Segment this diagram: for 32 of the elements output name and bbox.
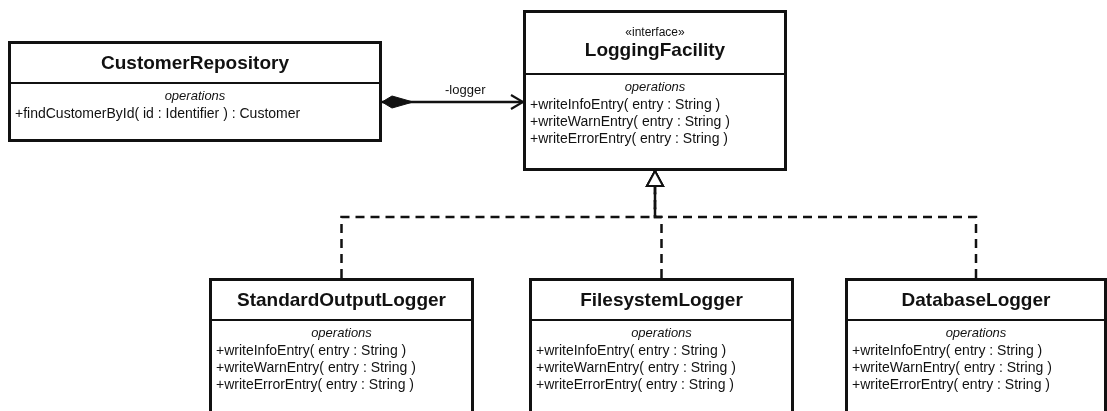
class-box — [209, 278, 474, 411]
method-signature: +writeWarnEntry( entry : String ) — [852, 359, 1052, 376]
class-name: FilesystemLogger — [580, 289, 743, 311]
class-box — [8, 41, 382, 142]
section-label: operations — [624, 79, 686, 94]
class-name: LoggingFacility — [584, 39, 726, 61]
method-signature: +writeInfoEntry( entry : String ) — [852, 342, 1043, 359]
method-signature: +writeInfoEntry( entry : String ) — [536, 342, 727, 359]
method-signature: +writeErrorEntry( entry : String ) — [852, 376, 1050, 393]
method-signature: +writeWarnEntry( entry : String ) — [216, 359, 416, 376]
section-label: operations — [945, 325, 1007, 340]
method-signature: +writeWarnEntry( entry : String ) — [530, 113, 730, 130]
method-signature: +findCustomerById( id : Identifier ) : Customer — [15, 105, 301, 122]
composition-arrow — [381, 93, 525, 111]
method-signature: +writeInfoEntry( entry : String ) — [530, 96, 721, 113]
method-signature: +writeErrorEntry( entry : String ) — [530, 130, 728, 147]
section-label: operations — [631, 325, 692, 340]
method-signature: +writeWarnEntry( entry : String ) — [536, 359, 736, 376]
class-box — [529, 278, 794, 411]
stereotype-label: «interface» — [625, 25, 685, 39]
class-name: StandardOutputLogger — [237, 289, 446, 311]
realization-arrow — [646, 170, 978, 278]
class-box — [845, 278, 1107, 411]
method-signature: +writeInfoEntry( entry : String ) — [216, 342, 407, 359]
class-name: DatabaseLogger — [901, 289, 1051, 311]
section-label: operations — [311, 325, 372, 340]
class-name: CustomerRepository — [101, 52, 289, 74]
class-box — [523, 10, 787, 171]
edge-label: -logger — [444, 82, 487, 97]
method-signature: +writeErrorEntry( entry : String ) — [536, 376, 734, 393]
section-label: operations — [164, 88, 226, 103]
method-signature: +writeErrorEntry( entry : String ) — [216, 376, 414, 393]
